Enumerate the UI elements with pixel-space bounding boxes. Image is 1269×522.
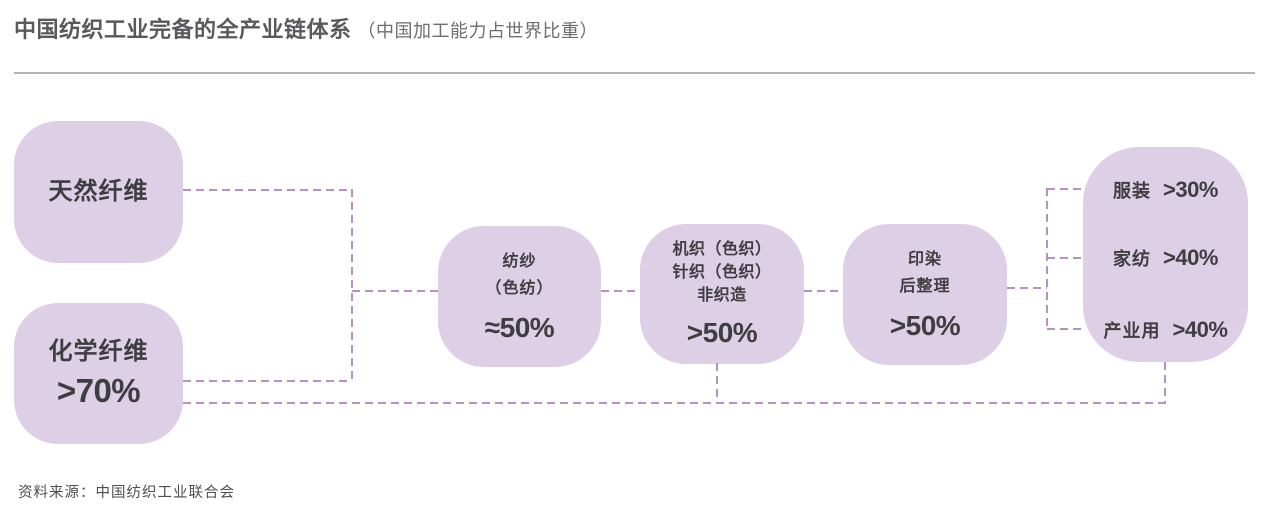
connector-to-apparel — [1047, 188, 1083, 190]
connector-bypass-up-enduse — [1164, 362, 1166, 403]
node-spinning-value: ≈50% — [484, 312, 555, 343]
node-natural-fiber: 天然纤维 — [14, 121, 183, 263]
connector-to-industrial — [1047, 328, 1083, 330]
node-spinning-line2: （色纺） — [485, 280, 554, 297]
connector-weaving-down — [716, 363, 718, 403]
connector-to-hometextile — [1047, 257, 1083, 259]
node-dyeing-line1: 印染 — [907, 251, 942, 268]
connector-right-vertical — [1046, 188, 1048, 330]
connector-bottom-bypass — [183, 402, 1166, 404]
page-title: 中国纺织工业完备的全产业链体系（中国加工能力占世界比重） — [14, 12, 598, 44]
node-weaving-line3: 非织造 — [697, 287, 747, 304]
node-spinning-line1: 纺纱 — [502, 253, 537, 270]
node-weaving: 机织（色织） 针织（色织） 非织造 >50% — [640, 224, 804, 364]
node-weaving-value: >50% — [686, 317, 758, 348]
node-dyeing-line2: 后整理 — [899, 278, 951, 295]
end-use-row-hometextile: 家纺 >40% — [1083, 245, 1248, 271]
node-chemical-fiber-label: 化学纤维 — [48, 337, 149, 365]
connector-natural-out — [183, 189, 352, 191]
node-weaving-line2: 针织（色织） — [672, 264, 772, 281]
connector-left-vertical — [351, 189, 353, 382]
end-use-hometextile-value: >40% — [1163, 245, 1218, 270]
end-use-apparel-value: >30% — [1163, 177, 1218, 202]
node-natural-fiber-label: 天然纤维 — [48, 178, 149, 205]
connector-spinning-weaving — [601, 290, 640, 292]
source-note: 资料来源：中国纺织工业联合会 — [18, 485, 235, 501]
end-use-row-industrial: 产业用 >40% — [1083, 317, 1248, 343]
title-divider — [14, 72, 1255, 74]
end-use-hometextile-label: 家纺 — [1113, 249, 1152, 269]
title-text: 中国纺织工业完备的全产业链体系 — [14, 17, 352, 42]
subtitle-text: （中国加工能力占世界比重） — [357, 21, 599, 41]
end-use-industrial-label: 产业用 — [1103, 321, 1161, 341]
connector-to-spinning — [352, 290, 438, 292]
connector-chemical-out — [183, 380, 352, 382]
node-chemical-fiber: 化学纤维 >70% — [14, 303, 183, 444]
connector-weaving-dyeing — [804, 290, 843, 292]
connector-dyeing-out — [1007, 287, 1047, 289]
node-weaving-line1: 机织（色织） — [672, 241, 772, 258]
node-dyeing-finishing: 印染 后整理 >50% — [843, 224, 1007, 365]
node-dyeing-value: >50% — [889, 310, 961, 341]
end-use-row-apparel: 服装 >30% — [1083, 177, 1248, 203]
node-end-use: 服装 >30% 家纺 >40% 产业用 >40% — [1083, 147, 1248, 362]
end-use-industrial-value: >40% — [1172, 317, 1228, 342]
end-use-apparel-label: 服装 — [1113, 181, 1152, 201]
node-spinning: 纺纱 （色纺） ≈50% — [438, 226, 601, 367]
node-chemical-fiber-value: >70% — [56, 371, 141, 409]
